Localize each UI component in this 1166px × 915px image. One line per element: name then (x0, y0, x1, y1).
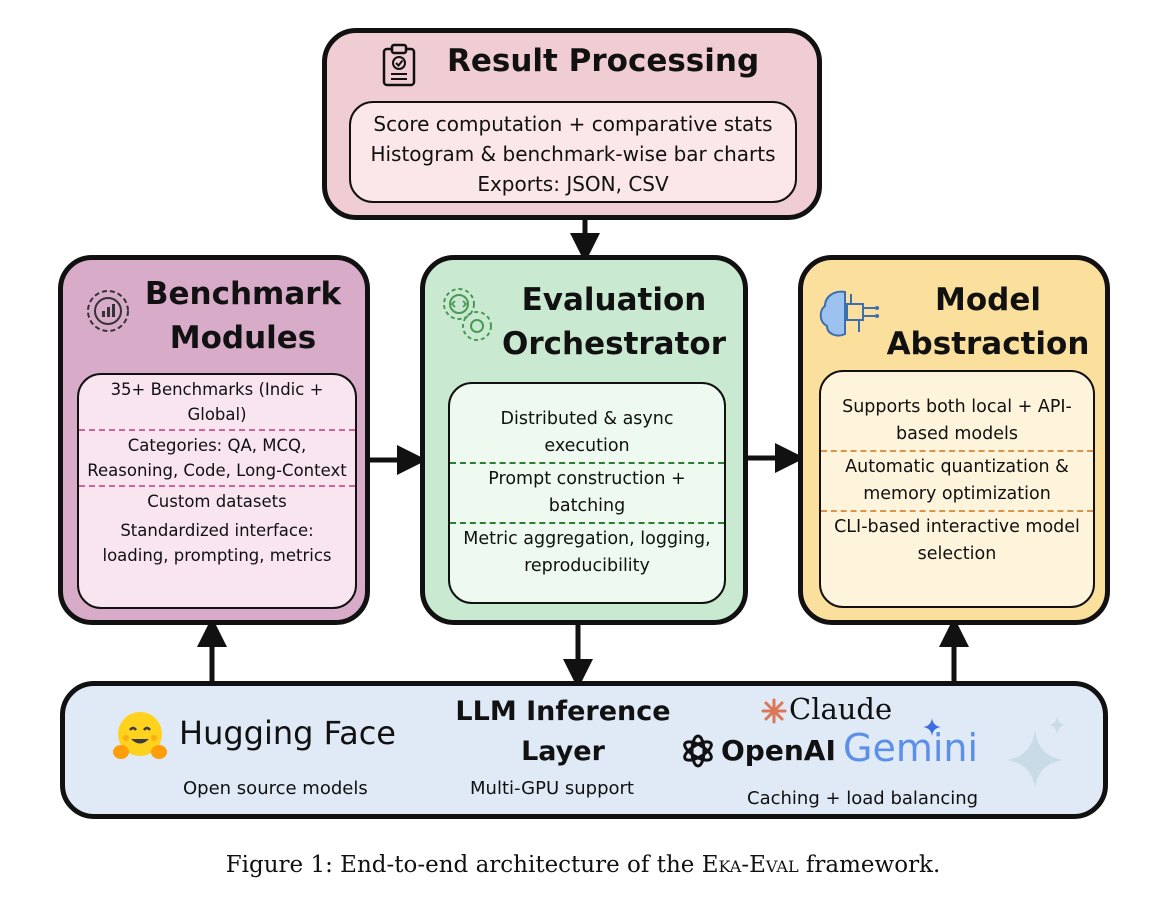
sparkle-icon (1007, 716, 1065, 788)
brain-chip-icon (819, 290, 879, 337)
multi-gpu-caption: Multi-GPU support (470, 778, 634, 799)
model-item: CLI-based interactive model selection (834, 517, 1080, 564)
divider (821, 510, 1093, 512)
result-line: Exports: JSON, CSV (477, 172, 669, 196)
title-line: Layer (521, 736, 605, 767)
title-line: Benchmark (144, 276, 342, 312)
clipboard-icon (382, 43, 416, 87)
caption-name-dash: - (741, 852, 750, 878)
title-line: Model (935, 282, 1041, 318)
model-abstraction-panel: Model Abstraction Supports both local + … (798, 255, 1110, 625)
claude-starburst-icon (761, 698, 787, 724)
hugging-face-label: Hugging Face (179, 714, 396, 752)
llm-layer-title: LLM Inference Layer (423, 692, 703, 772)
result-processing-panel: Result Processing Score computation + co… (322, 28, 822, 220)
divider (79, 429, 355, 431)
benchmark-modules-panel: Benchmark Modules 35+ Benchmarks (Indic … (58, 255, 370, 625)
result-processing-details: Score computation + comparative stats Hi… (349, 101, 797, 203)
result-line: Score computation + comparative stats (373, 112, 773, 136)
benchmark-modules-details: 35+ Benchmarks (Indic + Global) Categori… (77, 373, 357, 609)
openai-logo-icon (683, 734, 713, 768)
hugging-face-caption: Open source models (183, 778, 368, 799)
gemini-label: Gemini (843, 726, 979, 770)
evaluation-orchestrator-details: Distributed & async execution Prompt con… (448, 382, 726, 604)
model-item: Supports both local + API-based models (842, 397, 1072, 444)
model-item: Automatic quantization & memory optimiza… (845, 457, 1069, 504)
code-gears-icon (443, 288, 492, 341)
title-line: Orchestrator (502, 326, 726, 362)
title-line: Evaluation (521, 282, 707, 318)
evaluation-orchestrator-panel: Evaluation Orchestrator Distributed & as… (420, 255, 748, 625)
caption-name-part: Eval (749, 852, 799, 878)
title-line: LLM Inference (455, 696, 671, 727)
llm-inference-layer-panel: LLM Inference Layer Hugging Face Open so… (60, 681, 1108, 819)
benchmark-item: Custom datasets (147, 492, 287, 511)
orchestrator-item: Metric aggregation, logging, reproducibi… (463, 529, 711, 576)
divider (79, 485, 355, 487)
divider (821, 450, 1093, 452)
claude-label: Claude (789, 692, 893, 726)
figure-caption: Figure 1: End-to-end architecture of the… (0, 852, 1166, 878)
gear-chart-icon (87, 290, 129, 332)
caching-caption: Caching + load balancing (747, 788, 979, 809)
divider (450, 522, 724, 524)
result-line: Histogram & benchmark-wise bar charts (370, 142, 776, 166)
gemini-sparkle-small-icon (923, 718, 941, 736)
benchmark-item: 35+ Benchmarks (Indic + Global) (110, 380, 324, 424)
benchmark-item: Categories: QA, MCQ, Reasoning, Code, Lo… (87, 436, 347, 480)
evaluation-orchestrator-title: Evaluation Orchestrator (489, 278, 739, 366)
benchmark-modules-title: Benchmark Modules (63, 272, 375, 360)
model-abstraction-title: Model Abstraction (873, 278, 1103, 366)
result-processing-title: Result Processing (447, 43, 760, 79)
orchestrator-item: Prompt construction + batching (488, 469, 686, 516)
caption-suffix: framework. (798, 852, 941, 878)
title-line: Abstraction (886, 326, 1090, 362)
model-abstraction-details: Supports both local + API-based models A… (819, 370, 1095, 608)
caption-name-part: Eka (701, 852, 742, 878)
caption-prefix: Figure 1: End-to-end architecture of the (225, 852, 702, 878)
hugging-face-emoji-icon (113, 712, 167, 759)
benchmark-item: Standardized interface: loading, prompti… (102, 521, 332, 565)
title-line: Modules (169, 320, 317, 356)
orchestrator-item: Distributed & async execution (500, 409, 674, 456)
openai-label: OpenAI (721, 734, 836, 767)
divider (450, 462, 724, 464)
